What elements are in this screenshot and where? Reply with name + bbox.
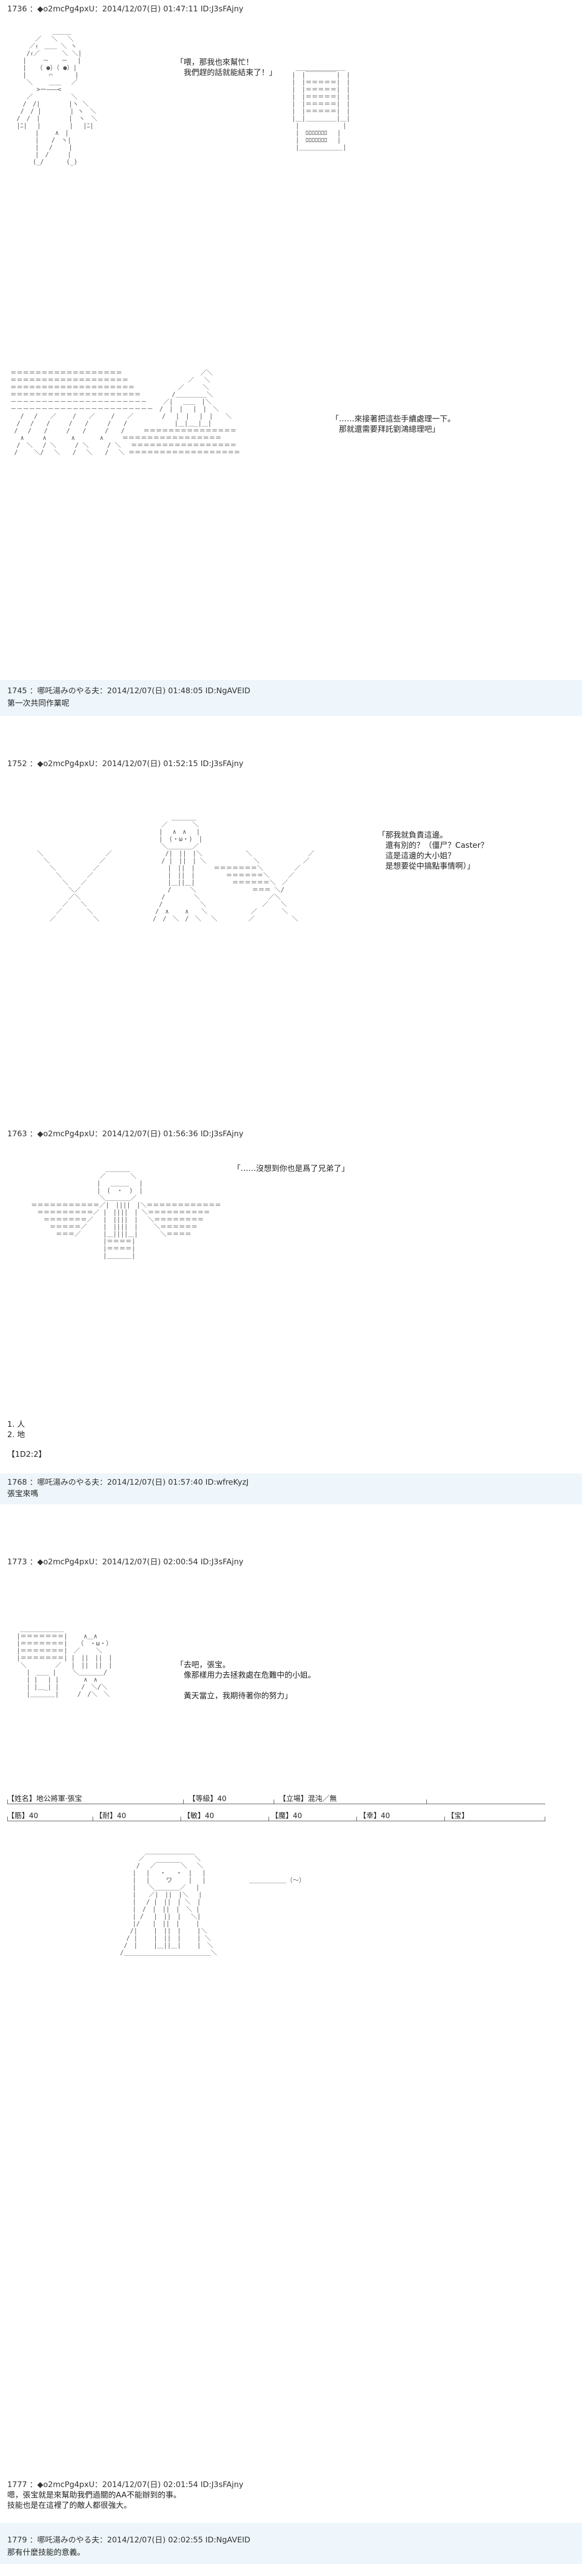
speech-bubble: 「那我就負責這邊。 還有別的？（僵尸？Caster？ 這是這邊的大小姐？ 是想要… bbox=[378, 830, 488, 871]
stat-level: 【等級】40 bbox=[188, 1795, 227, 1803]
post-text: 技能也是在這裡了的敵人都很強大。 bbox=[7, 2501, 132, 2510]
ascii-art-figure: ＿＿＿＿ ／ ＼ | ＿＿＿ | | ( ・ ) | ＼＿＿＿＿／ ＝＝＝＝＝＝… bbox=[31, 1165, 221, 1259]
post-text: 嗯，張宝就是來幫助我們過關的AA不能辦到的事。 bbox=[7, 2490, 181, 2499]
post-header: 1736 ：◆o2mcPg4pxU：2014/12/07(日) 01:47:11… bbox=[7, 4, 244, 13]
post-text: 那有什麼技能的意義。 bbox=[7, 2548, 85, 2557]
post-header: 1773 ：◆o2mcPg4pxU：2014/12/07(日) 02:00:54… bbox=[7, 1557, 244, 1566]
speech-bubble: 「……沒想到你也是爲了兄弟了」 bbox=[233, 1164, 350, 1173]
ascii-art: ＿＿＿ ／ ＼ ＼ ／ｨ ＿＿ ＼ ヽ /ｨ／ ＼ ＼| | － － | | （… bbox=[17, 28, 98, 165]
reply-block: 1745 ：哪吒湯みのやる夫：2014/12/07(日) 01:48:05 ID… bbox=[0, 680, 582, 716]
post-header: 1763 ：◆o2mcPg4pxU：2014/12/07(日) 01:56:36… bbox=[7, 1129, 244, 1138]
ascii-art-battle: ＿＿＿＿ ／ ＼ | ∧ ∧ | | (・ω・) | ＼＿＿＿＿／ ＼ ／ /|… bbox=[37, 814, 315, 922]
speech-bubble: 「去吧，張宝。 像那樣用力去拯救處在危難中的小姐。 黃天當立，我期待著你的努力」 bbox=[176, 1660, 316, 1700]
stat-luck: 【幸】40 bbox=[359, 1812, 390, 1820]
post-text: 張宝來嗎 bbox=[7, 1489, 39, 1498]
post-text: 第一次共同作業呢 bbox=[7, 698, 70, 708]
ascii-art-machine: ＿＿＿＿＿＿＿＿ | |￣￣￣￣￣| | | |＝＝＝＝＝| | | |＝＝＝＝… bbox=[292, 64, 350, 151]
status-bar: 【筋】40 【耐】40 【敏】40 【魔】40 【幸】40 【宝】 bbox=[7, 1809, 545, 1821]
post-header: 1752 ：◆o2mcPg4pxU：2014/12/07(日) 01:52:15… bbox=[7, 759, 244, 768]
reply-block: 1779 ：哪吒湯みのやる夫：2014/12/07(日) 02:02:55 ID… bbox=[0, 2523, 582, 2564]
speech-bubble: 「喂，那我也來幫忙！ 我們趕的話就能結束了！」 bbox=[176, 57, 277, 77]
post-header: 1768 ：哪吒湯みのやる夫：2014/12/07(日) 01:57:40 ID… bbox=[7, 1477, 249, 1487]
stat-str: 【筋】40 bbox=[7, 1812, 38, 1820]
speech-bubble: 「……來接著把這些手續處理一下。 那就還需要拜託劉鴻總理吧」 bbox=[331, 414, 456, 434]
stat-mag: 【魔】40 bbox=[271, 1812, 302, 1820]
post-header: 1777 ：◆o2mcPg4pxU：2014/12/07(日) 02:01:54… bbox=[7, 2480, 244, 2489]
dice-result: 【1D2:2】 bbox=[7, 1450, 47, 1459]
ascii-art-scene: ＝＝＝＝＝＝＝＝＝＝＝＝＝＝＝＝＝＝ ／＼ ＝＝＝＝＝＝＝＝＝＝＝＝＝＝＝＝＝＝… bbox=[10, 369, 241, 456]
stat-agi: 【敏】40 bbox=[183, 1812, 214, 1820]
post-header: 1745 ：哪吒湯みのやる夫：2014/12/07(日) 01:48:05 ID… bbox=[7, 686, 250, 695]
stat-alignment: 【立場】混沌／無 bbox=[279, 1795, 337, 1803]
status-bar: 【姓名】地公將軍·張宝 【等級】40 【立場】混沌／無 bbox=[7, 1792, 545, 1804]
stat-end: 【耐】40 bbox=[95, 1812, 126, 1820]
ascii-art-leader: ＿＿＿＿＿＿＿ |＝＝＝＝＝＝＝| ∧＿∧ |＝＝＝＝＝＝＝| （ ・ω・） |… bbox=[17, 1625, 113, 1698]
post-header: 1779 ：哪吒湯みのやる夫：2014/12/07(日) 02:02:55 ID… bbox=[7, 2535, 250, 2544]
choice-item: 2. 地 bbox=[7, 1430, 25, 1439]
reply-block: 1768 ：哪吒湯みのやる夫：2014/12/07(日) 01:57:40 ID… bbox=[0, 1473, 582, 1504]
stat-np: 【宝】 bbox=[447, 1812, 469, 1820]
ascii-art-portrait: ＿＿＿＿＿＿＿＿ ／ ＼ / ／￣￣￣￣＼ ＼ | | ・ ・ | | | | … bbox=[120, 1848, 305, 1956]
choice-item: 1. 人 bbox=[7, 1420, 25, 1429]
stat-name: 【姓名】地公將軍·張宝 bbox=[7, 1795, 82, 1803]
